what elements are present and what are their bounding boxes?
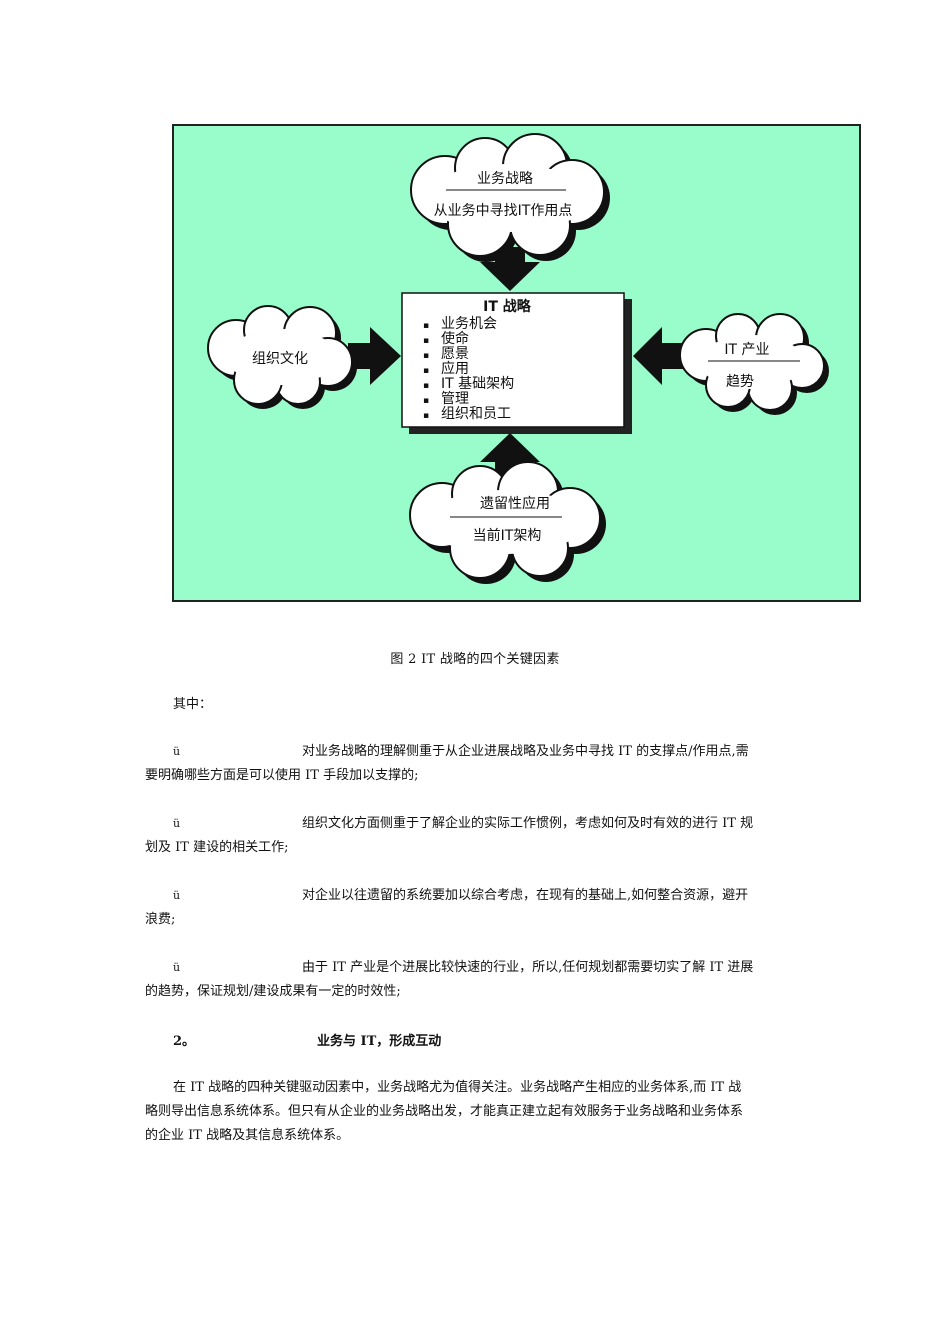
arrow-right-icon xyxy=(348,327,401,385)
list-item: 管理 xyxy=(441,391,469,407)
list-item: 应用 xyxy=(441,360,469,377)
list-item: 使命 xyxy=(441,330,469,347)
bullet-text-first: 对企业以往遗留的系统要加以综合考虑，在现有的基础上,如何整合资源，避开 xyxy=(302,888,749,903)
top-cloud-label-2: 从业务中寻找IT作用点 xyxy=(434,203,573,219)
list-bullet: ▪ xyxy=(423,411,429,421)
section-number: 2。 xyxy=(173,1034,196,1049)
bullet-item: ü 组织文化方面侧重于了解企业的实际工作惯例，考虑如何及时有效的进行 IT 规 划… xyxy=(145,812,800,860)
list-bullet: ▪ xyxy=(423,366,429,376)
figure-caption: 图 2 IT 战略的四个关键因素 xyxy=(390,652,560,667)
body-paragraph: 在 IT 战略的四种关键驱动因素中，业务战略尤为值得关注。业务战略产生相应的业务… xyxy=(145,1076,800,1148)
list-item: 业务机会 xyxy=(441,316,497,332)
bullet-item: ü 由于 IT 产业是个进展比较快速的行业，所以,任何规划都需要切实了解 IT 进… xyxy=(145,956,800,1004)
bullet-text-rest: 的趋势，保证规划/建设成果有一定的时效性; xyxy=(145,984,401,999)
body-line: 在 IT 战略的四种关键驱动因素中，业务战略尤为值得关注。业务战略产生相应的业务… xyxy=(173,1080,742,1095)
list-item: 组织和员工 xyxy=(441,406,511,422)
left-cloud xyxy=(207,305,357,409)
check-bullet-icon: ü xyxy=(173,817,181,830)
section-title: 业务与 IT，形成互动 xyxy=(317,1034,442,1049)
intro-text: 其中： xyxy=(173,697,213,712)
list-bullet: ▪ xyxy=(423,336,429,346)
bottom-cloud xyxy=(409,461,606,584)
it-strategy-diagram: IT 战略 ▪ 业务机会 ▪ 使命 ▪ 愿景 ▪ 应用 ▪ IT 基础架构 ▪ … xyxy=(172,124,861,602)
bullet-text-rest: 浪费; xyxy=(145,912,176,927)
list-bullet: ▪ xyxy=(423,381,429,391)
right-cloud-label-1: IT 产业 xyxy=(724,342,769,358)
list-bullet: ▪ xyxy=(423,351,429,361)
right-cloud-label-2: 趋势 xyxy=(726,374,754,390)
list-item: IT 基础架构 xyxy=(441,375,514,392)
bullet-text-rest: 要明确哪些方面是可以使用 IT 手段加以支撑的; xyxy=(145,768,419,783)
bottom-cloud-label-2: 当前IT架构 xyxy=(473,527,542,544)
bullet-text-first: 由于 IT 产业是个进展比较快速的行业，所以,任何规划都需要切实了解 IT 进展 xyxy=(302,960,754,975)
body-line: 略则导出信息系统体系。但只有从企业的业务战略出发，才能真正建立起有效服务于业务战… xyxy=(145,1104,744,1119)
center-list: ▪ 业务机会 ▪ 使命 ▪ 愿景 ▪ 应用 ▪ IT 基础架构 ▪ 管理 ▪ 组… xyxy=(423,316,514,422)
right-cloud xyxy=(679,313,829,415)
check-bullet-icon: ü xyxy=(173,889,181,902)
left-cloud-label: 组织文化 xyxy=(252,351,308,367)
center-box xyxy=(401,292,625,428)
center-title: IT 战略 xyxy=(483,298,532,315)
list-bullet: ▪ xyxy=(423,321,429,331)
bullet-item: ü 对企业以往遗留的系统要加以综合考虑，在现有的基础上,如何整合资源，避开 浪费; xyxy=(145,884,800,932)
list-bullet: ▪ xyxy=(423,396,429,406)
body-line: 的企业 IT 战略及其信息系统体系。 xyxy=(145,1128,350,1143)
arrow-left-icon xyxy=(633,327,688,385)
bullet-text-first: 对业务战略的理解侧重于从企业进展战略及业务中寻找 IT 的支撑点/作用点,需 xyxy=(302,744,749,759)
check-bullet-icon: ü xyxy=(173,961,181,974)
check-bullet-icon: ü xyxy=(173,745,181,758)
bullet-text-first: 组织文化方面侧重于了解企业的实际工作惯例，考虑如何及时有效的进行 IT 规 xyxy=(302,816,754,831)
bottom-cloud-label-1: 遗留性应用 xyxy=(480,495,550,512)
top-cloud-label-1: 业务战略 xyxy=(477,171,533,187)
bullet-text-rest: 划及 IT 建设的相关工作; xyxy=(145,840,289,855)
top-cloud xyxy=(410,133,610,262)
list-item: 愿景 xyxy=(441,346,469,362)
